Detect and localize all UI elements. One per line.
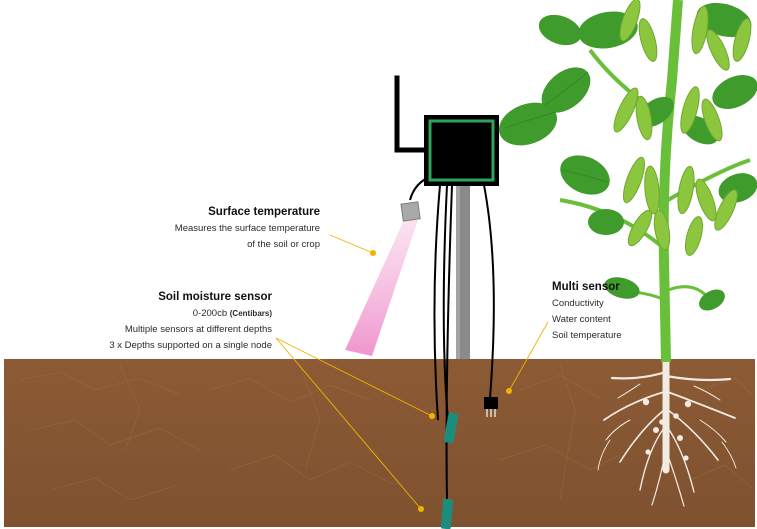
antenna <box>394 75 432 153</box>
callout-dots <box>370 250 512 512</box>
ir-beam <box>345 220 418 356</box>
soil-moisture-probe-deep <box>440 498 454 529</box>
plant-roots <box>597 358 737 507</box>
surface-temperature-line: Measures the surface temperature <box>174 223 320 234</box>
multi-sensor-line: Soil temperature <box>552 330 622 341</box>
soil-moisture-line: Multiple sensors at different depths <box>124 324 272 335</box>
surface-temperature-line: of the soil or crop <box>247 239 320 250</box>
ir-temperature-sensor <box>400 201 421 222</box>
multi-sensor-line: Conductivity <box>552 298 604 309</box>
callout-lines <box>275 234 549 510</box>
soil-moisture-label: Soil moisture sensor 0-200cb (Centibars)… <box>100 288 272 354</box>
soil-moisture-range: 0-200cb (Centibars) <box>100 306 272 322</box>
multi-sensor-label: Multi sensor Conductivity Water content … <box>552 278 662 344</box>
multi-sensor-title: Multi sensor <box>552 281 620 293</box>
multi-sensor-probe <box>484 397 498 417</box>
data-logger-node <box>424 115 499 186</box>
soil-moisture-line: 3 x Depths supported on a single node <box>109 340 272 351</box>
soil-moisture-title: Soil moisture sensor <box>158 291 272 303</box>
soil-moisture-probe-shallow <box>443 412 459 444</box>
soybean-plant <box>498 0 757 363</box>
multi-sensor-line: Water content <box>552 314 611 325</box>
surface-temperature-label: Surface temperature Measures the surface… <box>170 203 320 253</box>
surface-temperature-title: Surface temperature <box>208 206 320 218</box>
soil-moisture-range-unit: (Centibars) <box>229 309 272 318</box>
soil-moisture-range-value: 0-200cb <box>192 308 228 319</box>
soil-layer <box>4 359 755 527</box>
